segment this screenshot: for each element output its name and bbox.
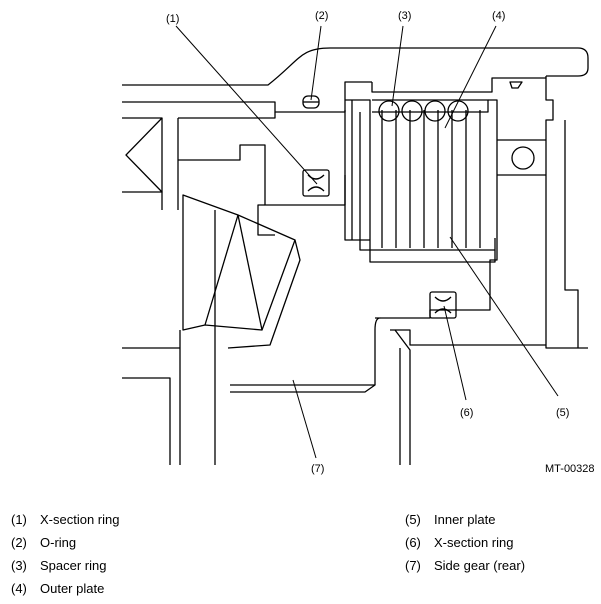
spacer-ball-3 [424, 100, 446, 122]
leader-1 [175, 25, 318, 185]
legend-item: (3) Spacer ring [11, 554, 119, 577]
legend-item: (7) Side gear (rear) [405, 554, 525, 577]
housing-step [371, 77, 588, 349]
legend-item: (1) X-section ring [11, 508, 119, 531]
callout-3: (3) [398, 10, 411, 22]
legend-item: (2) O-ring [11, 531, 119, 554]
small-seal [509, 81, 523, 89]
leader-2 [310, 25, 322, 101]
left-shaft [122, 117, 163, 193]
housing-inner-line [122, 81, 372, 113]
legend-label: Side gear (rear) [434, 558, 526, 573]
callout-5: (5) [556, 407, 569, 419]
housing-outline [122, 47, 589, 86]
legend-number: (3) [11, 558, 27, 573]
leader-3 [391, 25, 404, 107]
callout-6: (6) [460, 407, 473, 419]
x-section-ring-1 [302, 169, 330, 197]
legend-item: (4) Outer plate [11, 577, 119, 600]
spacer-ball-2 [401, 100, 423, 122]
legend-label: Outer plate [40, 581, 105, 596]
legend-label: Inner plate [434, 512, 496, 527]
spacer-ball-1 [378, 100, 400, 122]
leader-5 [449, 236, 559, 397]
callout-2: (2) [315, 10, 328, 22]
legend-number: (1) [11, 512, 27, 527]
figure-id: MT-00328 [545, 463, 595, 475]
spacer-ball-4 [447, 100, 469, 122]
clutch-drum [345, 99, 496, 263]
legend-number: (7) [405, 558, 421, 573]
legend-item: (5) Inner plate [405, 508, 525, 531]
ball-bearing-right [511, 146, 535, 170]
legend-item: (6) X-section ring [405, 531, 525, 554]
callout-4: (4) [492, 10, 505, 22]
leader-6 [443, 305, 467, 401]
x-section-ring-6 [429, 291, 457, 319]
legend-label: X-section ring [434, 535, 514, 550]
side-gear-teeth [182, 194, 296, 331]
legend-number: (6) [405, 535, 421, 550]
legend-left: (1) X-section ring (2) O-ring (3) Spacer ri… [11, 508, 119, 600]
leader-4 [444, 25, 497, 129]
legend-number: (2) [11, 535, 27, 550]
callout-1: (1) [166, 13, 179, 25]
leader-7 [292, 379, 317, 459]
legend-label: X-section ring [40, 512, 120, 527]
legend-right: (5) Inner plate (6) X-section ring (7) Side… [405, 508, 525, 577]
legend-number: (4) [11, 581, 27, 596]
legend-label: O-ring [40, 535, 77, 550]
cross-section-diagram: (1) (2) (3) (4) (5) (6) (7) MT-00328 [122, 10, 595, 475]
legend-number: (5) [405, 512, 421, 527]
housing-right-wall [564, 120, 579, 348]
callout-7: (7) [311, 463, 324, 475]
legend-label: Spacer ring [40, 558, 107, 573]
